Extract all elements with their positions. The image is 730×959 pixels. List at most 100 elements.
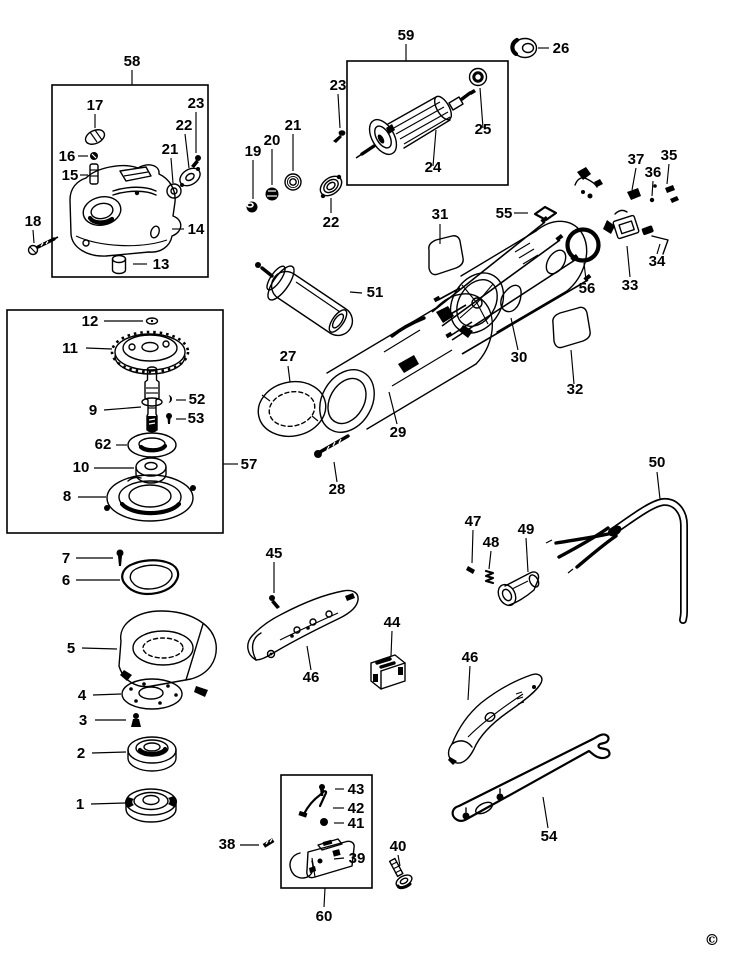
part-housing-half-top: 46: [247, 589, 359, 686]
part-bolt-40: 40: [388, 838, 413, 890]
part-retaining-ring-12: 12: [82, 313, 159, 330]
callout-62: 62: [95, 436, 112, 453]
part-housing-half-bottom: 46: [447, 649, 543, 765]
part-power-cord-50: 50: [545, 454, 688, 624]
callout-35: 35: [661, 147, 678, 164]
part-field: 29: [319, 215, 592, 441]
part-cap-26: 26: [510, 37, 570, 59]
callout-28: 28: [329, 481, 346, 498]
callout-4: 4: [78, 687, 87, 704]
callout-34: 34: [649, 253, 666, 270]
part-brush-assembly-upper: [574, 167, 603, 199]
parts-brush-terminals: 37 36 35 33 34: [574, 147, 679, 294]
callout-22b: 22: [323, 214, 340, 231]
callout-2: 2: [77, 745, 85, 762]
part-screw-3: 3: [79, 712, 141, 729]
callout-50: 50: [649, 454, 666, 471]
callout-22a: 22: [176, 117, 193, 134]
callout-46a: 46: [303, 669, 320, 686]
part-adapter-plate-4: 4: [78, 678, 183, 710]
callout-17: 17: [87, 97, 104, 114]
callout-37: 37: [628, 151, 645, 168]
parts-cord-set: 47 48 49 50: [465, 454, 688, 624]
part-armature: 24: [355, 89, 476, 176]
callout-52: 52: [189, 391, 206, 408]
part-cord-protector-49: 49: [497, 521, 540, 607]
callout-58: 58: [124, 53, 141, 70]
part-spring-48: 48: [483, 534, 500, 585]
part-bearing-21b: 21: [284, 117, 302, 191]
part-outer-flange-1: 1: [76, 788, 178, 823]
assembly-armature-box: 59 24 25: [346, 27, 509, 186]
callout-14: 14: [188, 221, 205, 238]
callout-10: 10: [73, 459, 90, 476]
callout-43: 43: [348, 781, 365, 798]
part-bearing-flange-22a: 22: [176, 117, 201, 187]
callout-55: 55: [496, 205, 513, 222]
callout-26: 26: [553, 40, 570, 57]
part-flange-22b: 22: [319, 174, 343, 231]
parts-fasteners-19-23: 19 20 21 22 23: [245, 77, 347, 231]
part-screw-28: 28: [314, 434, 350, 498]
callout-16: 16: [59, 148, 76, 165]
callout-12: 12: [82, 313, 99, 330]
callout-3: 3: [79, 712, 87, 729]
part-gear-housing: 14: [69, 164, 205, 257]
part-gear-case-cover-8: 8: [63, 474, 196, 522]
part-o-ring-56: 56: [565, 227, 601, 297]
callout-21a: 21: [162, 141, 179, 158]
part-lever-42: 42: [298, 790, 364, 818]
callout-60: 60: [316, 908, 333, 925]
callout-51: 51: [367, 284, 384, 301]
callout-9: 9: [89, 402, 97, 419]
part-label-32: 32: [552, 306, 591, 398]
assembly-gear-case-box: 58 14 17: [51, 53, 209, 278]
callout-45: 45: [266, 545, 283, 562]
callout-19: 19: [245, 143, 262, 160]
callout-54: 54: [541, 828, 558, 845]
callout-23b: 23: [330, 77, 347, 94]
callout-6: 6: [62, 572, 70, 589]
callout-41: 41: [348, 815, 365, 832]
callout-18: 18: [25, 213, 42, 230]
part-ball-41: 41: [320, 815, 364, 832]
callout-53: 53: [188, 410, 205, 427]
part-clip-35: 35: [661, 147, 679, 203]
callout-39: 39: [349, 850, 366, 867]
callout-13: 13: [153, 256, 170, 273]
callout-30: 30: [511, 349, 528, 366]
part-washer-62: 62: [95, 432, 177, 458]
callout-44: 44: [384, 614, 401, 631]
callout-48: 48: [483, 534, 500, 551]
callout-1: 1: [76, 796, 84, 813]
part-screw-18: 18: [25, 213, 59, 256]
part-bearing-25: 25: [468, 67, 491, 138]
assembly-spindle-box: 57 12 11: [6, 309, 257, 534]
part-brush-holder-33: 33: [603, 209, 640, 294]
part-bearing-21a: 21: [162, 141, 182, 199]
part-screw-47: 47: [465, 513, 481, 574]
parts-guard-stack: 7 6 5 4: [62, 549, 217, 823]
part-inner-flange-2: 2: [77, 736, 177, 772]
callout-21b: 21: [285, 117, 302, 134]
part-nut-19: 19: [245, 143, 262, 213]
copyright-mark: ©: [705, 931, 720, 949]
part-gear-11: 11: [62, 330, 190, 375]
part-screw-23b: 23: [330, 77, 347, 143]
part-nut-20: 20: [264, 132, 280, 201]
part-screw-45: 45: [266, 545, 283, 609]
callout-32: 32: [567, 381, 584, 398]
callout-36: 36: [645, 164, 662, 181]
callout-27: 27: [280, 348, 297, 365]
part-bearing-10: 10: [73, 457, 167, 484]
callout-11: 11: [62, 340, 78, 357]
part-screw-7: 7: [62, 549, 124, 567]
parts-handle-housing-bottom: 46 54: [447, 649, 611, 845]
part-switch-slider-39: 39: [289, 838, 366, 879]
part-carbon-brush: 15: [62, 163, 99, 185]
part-spindle-9: 9: [89, 366, 163, 433]
callout-46b: 46: [462, 649, 479, 666]
part-side-handle: 51: [255, 262, 384, 337]
callout-24: 24: [425, 159, 442, 176]
callout-7: 7: [62, 550, 70, 567]
